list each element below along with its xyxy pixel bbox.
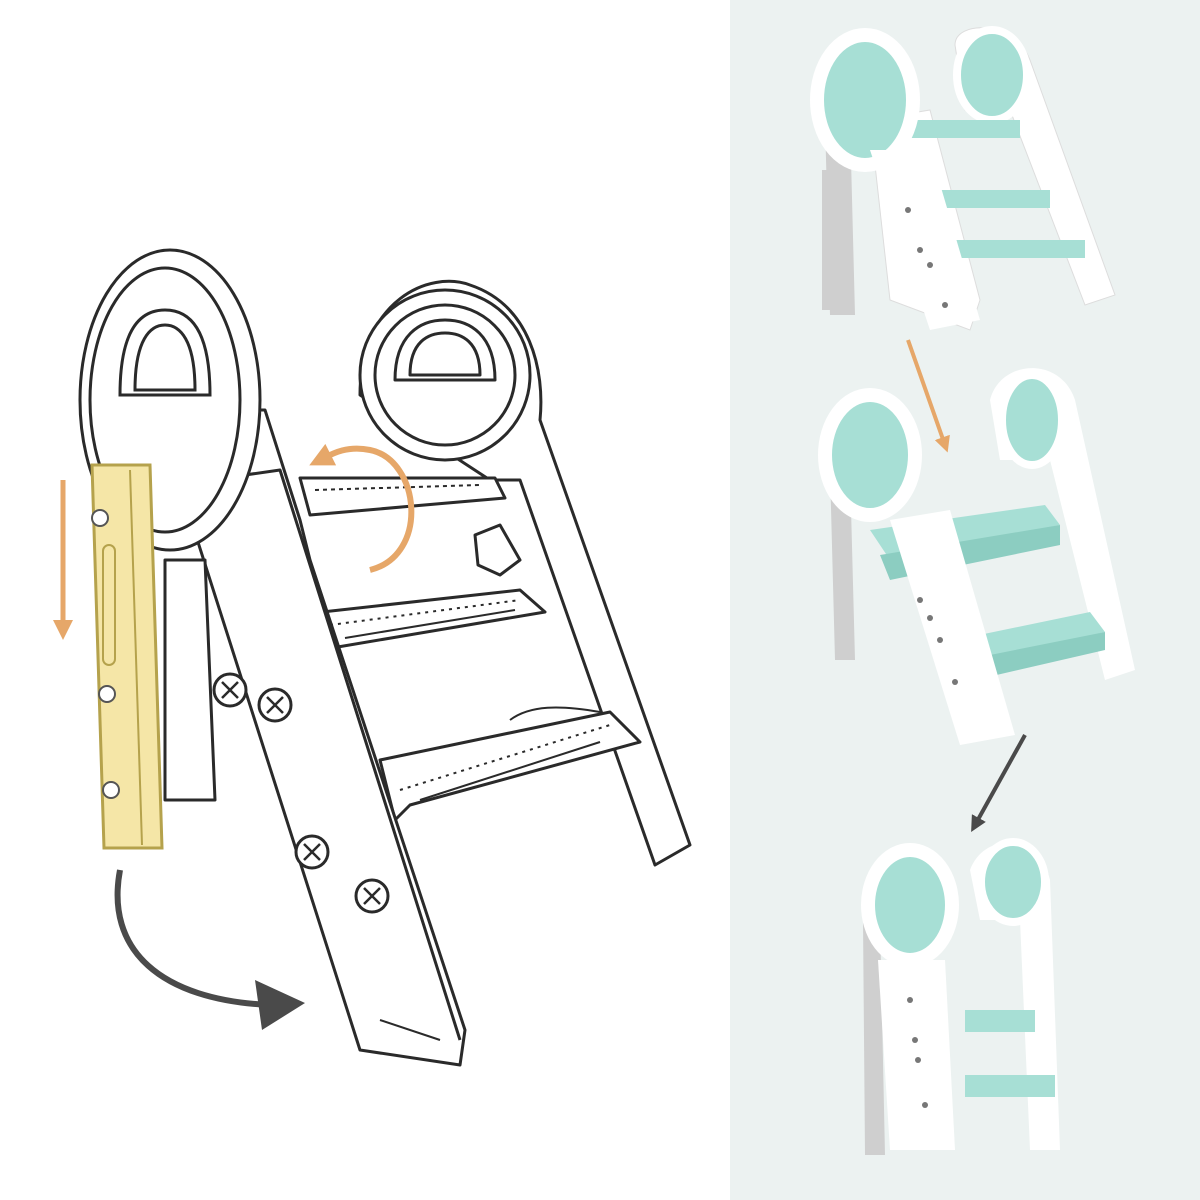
swing-arrow-icon — [114, 869, 305, 1030]
product-stages-panel — [730, 0, 1200, 1200]
top-step — [298, 476, 507, 517]
product-stage-illustrations — [810, 26, 1135, 1155]
stage-unfolded — [810, 26, 1116, 331]
frame-screws — [212, 672, 390, 914]
screw-icon — [294, 834, 330, 870]
screw-icon — [212, 672, 248, 708]
down-arrow-icon — [906, 339, 950, 453]
screw-icon — [91, 509, 109, 527]
screw-icon — [102, 781, 120, 799]
stage-fully-folded — [861, 838, 1060, 1155]
screw-icon — [354, 878, 390, 914]
steps — [293, 476, 642, 822]
screw-icon — [98, 685, 116, 703]
rotate-arrow-icon — [309, 443, 415, 573]
screw-icon — [257, 687, 293, 723]
line-drawing-panel — [53, 248, 692, 1067]
step-stool-line-drawing — [53, 248, 692, 1067]
down-arrow-icon — [971, 734, 1027, 832]
stage-partially-folded — [818, 368, 1135, 745]
lock-bar — [90, 463, 164, 850]
